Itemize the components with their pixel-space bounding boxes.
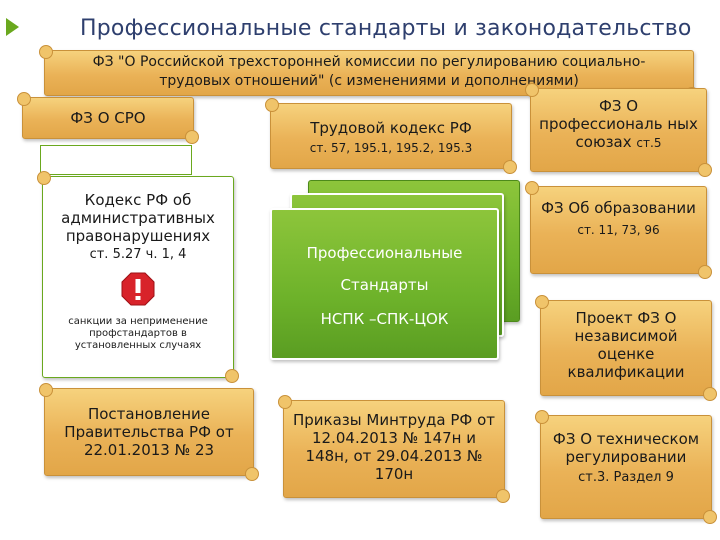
fz-unions-scroll: ФЗ О профессиональ ных союзах ст.5: [525, 83, 712, 177]
tech-regulation-article: ст.3. Раздел 9: [578, 470, 674, 485]
fz-education-title: ФЗ Об образовании: [541, 199, 696, 217]
mintrud-orders-scroll: Приказы Минтруда РФ от 12.04.2013 № 147н…: [278, 395, 510, 503]
government-decree-text: Постановление Правительства РФ от 22.01.…: [64, 405, 234, 459]
page-title: Профессиональные стандарты и законодател…: [80, 16, 692, 41]
tech-regulation-title: ФЗ О техническом регулировании: [552, 430, 700, 466]
admin-code-title: Кодекс РФ об административных правонаруш…: [61, 191, 215, 245]
fz-sro-text: ФЗ О СРО: [70, 109, 146, 127]
labor-code-scroll: Трудовой кодекс РФ ст. 57, 195.1, 195.2,…: [265, 98, 517, 174]
labor-code-title: Трудовой кодекс РФ: [310, 119, 472, 137]
qualification-bill-text: Проект ФЗ О независимой оценке квалифика…: [567, 309, 685, 381]
qualification-bill-scroll: Проект ФЗ О независимой оценке квалифика…: [535, 295, 717, 401]
fz-tripartite-commission-scroll: ФЗ "О Российской трехсторонней комиссии …: [39, 45, 699, 101]
admin-code-scroll: Кодекс РФ об административных правонаруш…: [37, 171, 239, 383]
tech-regulation-scroll: ФЗ О техническом регулировании ст.3. Раз…: [535, 410, 717, 524]
fz-unions-text: ФЗ О профессиональ ных союзах ст.5: [531, 89, 706, 152]
fz-sro-scroll: ФЗ О СРО: [17, 92, 199, 144]
admin-code-tab: [40, 145, 192, 175]
mintrud-orders-text: Приказы Минтруда РФ от 12.04.2013 № 147н…: [293, 411, 495, 483]
prof-standards-line1: Профессиональные: [306, 244, 463, 262]
prof-standards-line3: НСПК –СПК-ЦОК: [320, 310, 449, 328]
fz-tripartite-text: ФЗ "О Российской трехсторонней комиссии …: [92, 54, 646, 89]
prof-standards-line2: Стандарты: [340, 276, 429, 294]
fz-education-articles: ст. 11, 73, 96: [577, 223, 660, 237]
fz-education-scroll: ФЗ Об образовании ст. 11, 73, 96: [525, 181, 712, 279]
labor-code-articles: ст. 57, 195.1, 195.2, 195.3: [309, 141, 473, 155]
prof-standards-sheet-front: Профессиональные Стандарты НСПК –СПК-ЦОК: [270, 208, 499, 360]
fz-unions-title: ФЗ О профессиональ ных союзах: [539, 97, 698, 151]
accent-triangle-icon: [6, 18, 19, 36]
admin-code-note: санкции за неприменение профстандартов в…: [68, 316, 208, 351]
government-decree-scroll: Постановление Правительства РФ от 22.01.…: [39, 383, 259, 481]
exclamation-stop-icon: [121, 272, 155, 306]
admin-code-article: ст. 5.27 ч. 1, 4: [89, 247, 187, 262]
fz-unions-article: ст.5: [636, 136, 662, 150]
